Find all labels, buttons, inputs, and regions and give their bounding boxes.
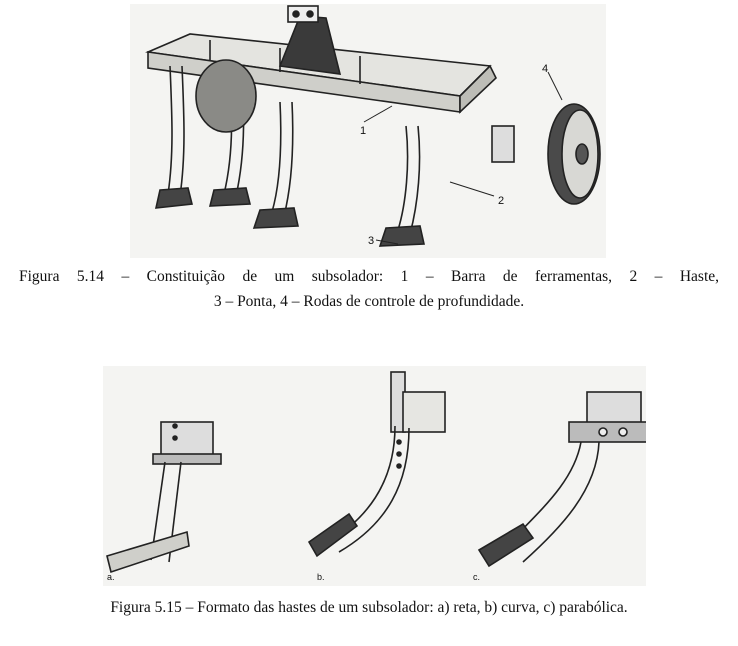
hitch-mast	[278, 5, 342, 75]
shank-3	[378, 125, 425, 247]
callout-3: 3	[368, 235, 374, 247]
subsoiler-illustration: 1 2 3 4	[130, 4, 606, 258]
panel-label-a: a.	[107, 572, 115, 582]
shank-shapes-illustration: a. b. c.	[103, 366, 652, 586]
panel-label-c: c.	[473, 572, 480, 582]
figure-5-14-caption-line2: 3 – Ponta, 4 – Rodas de controle de prof…	[213, 293, 525, 310]
figure-5-14-caption-line1: Figura 5.14 – Constituição de um subsola…	[19, 268, 719, 285]
callout-4: 4	[542, 63, 548, 75]
figure-5-15-caption: Figura 5.15 – Formato das hastes de um s…	[110, 599, 628, 616]
curved-shank	[307, 371, 446, 558]
shank-1	[154, 65, 193, 209]
callout-2: 2	[498, 195, 504, 207]
rear-wheel	[195, 59, 257, 133]
shank-2	[252, 101, 299, 229]
depth-control-wheel	[491, 103, 601, 205]
panel-label-b: b.	[317, 572, 325, 582]
parabolic-shank	[477, 391, 652, 568]
straight-shank	[106, 421, 222, 574]
callout-1: 1	[360, 125, 366, 137]
